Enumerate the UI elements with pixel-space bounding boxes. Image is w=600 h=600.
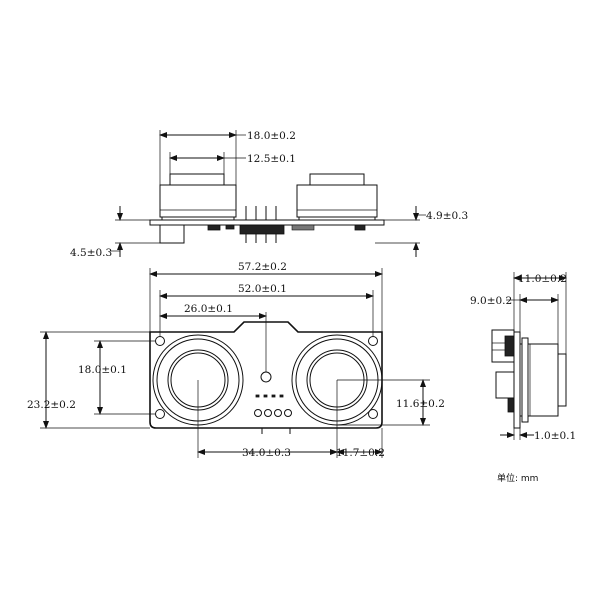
- top-right-transducer: [296, 173, 378, 221]
- unit-label: 单位: mm: [497, 472, 538, 484]
- dim-top-inner-width: 12.5±0.1: [247, 153, 296, 165]
- top-underside-components: [159, 224, 366, 244]
- side-header: [491, 329, 515, 363]
- top-pcb: [149, 219, 385, 226]
- top-header-pins: [239, 206, 285, 243]
- mounting-hole-br: [368, 409, 378, 419]
- dim-front-sensor-edge: 11.7±0.2: [336, 447, 385, 459]
- dim-front-sensor-diameter: 11.6±0.2: [396, 398, 445, 410]
- side-pcb: [513, 331, 521, 429]
- top-view: 18.0±0.2 12.5±0.1 4.5±0.3 4.9±0.3: [70, 130, 468, 259]
- dim-front-total-width: 57.2±0.2: [238, 261, 287, 273]
- dim-side-sensor-depth: 9.0±0.2: [470, 295, 512, 307]
- mounting-hole-bl: [155, 409, 165, 419]
- top-left-transducer: [159, 173, 237, 221]
- dim-front-hole-spacing: 52.0±0.1: [238, 283, 287, 295]
- dim-front-sensor-spacing: 34.0±0.3: [242, 447, 291, 459]
- dim-top-right-height: 4.9±0.3: [426, 210, 468, 222]
- dim-side-depth: 11.0±0.2: [518, 273, 567, 285]
- mounting-hole-tl: [155, 336, 165, 346]
- dim-front-center-offset: 26.0±0.1: [184, 303, 233, 315]
- center-led: [260, 371, 272, 383]
- header-pin-holes: [254, 409, 292, 417]
- dim-top-left-height: 4.5±0.3: [70, 247, 112, 259]
- side-view: 11.0±0.2 9.0±0.2 1.0±0.1: [470, 272, 576, 442]
- side-transducer: [519, 337, 567, 423]
- dim-side-board-thickness: 1.0±0.1: [534, 430, 576, 442]
- dim-front-total-height: 23.2±0.2: [27, 399, 76, 411]
- mounting-hole-tr: [368, 336, 378, 346]
- dim-top-outer-width: 18.0±0.2: [247, 130, 296, 142]
- dim-front-hole-vertical: 18.0±0.1: [78, 364, 127, 376]
- front-view: 57.2±0.2 52.0±0.1 26.0±0.1 23.2±0.2 18.0…: [27, 261, 445, 459]
- center-smd-pads: [255, 394, 284, 398]
- front-pcb-outline: [149, 321, 383, 429]
